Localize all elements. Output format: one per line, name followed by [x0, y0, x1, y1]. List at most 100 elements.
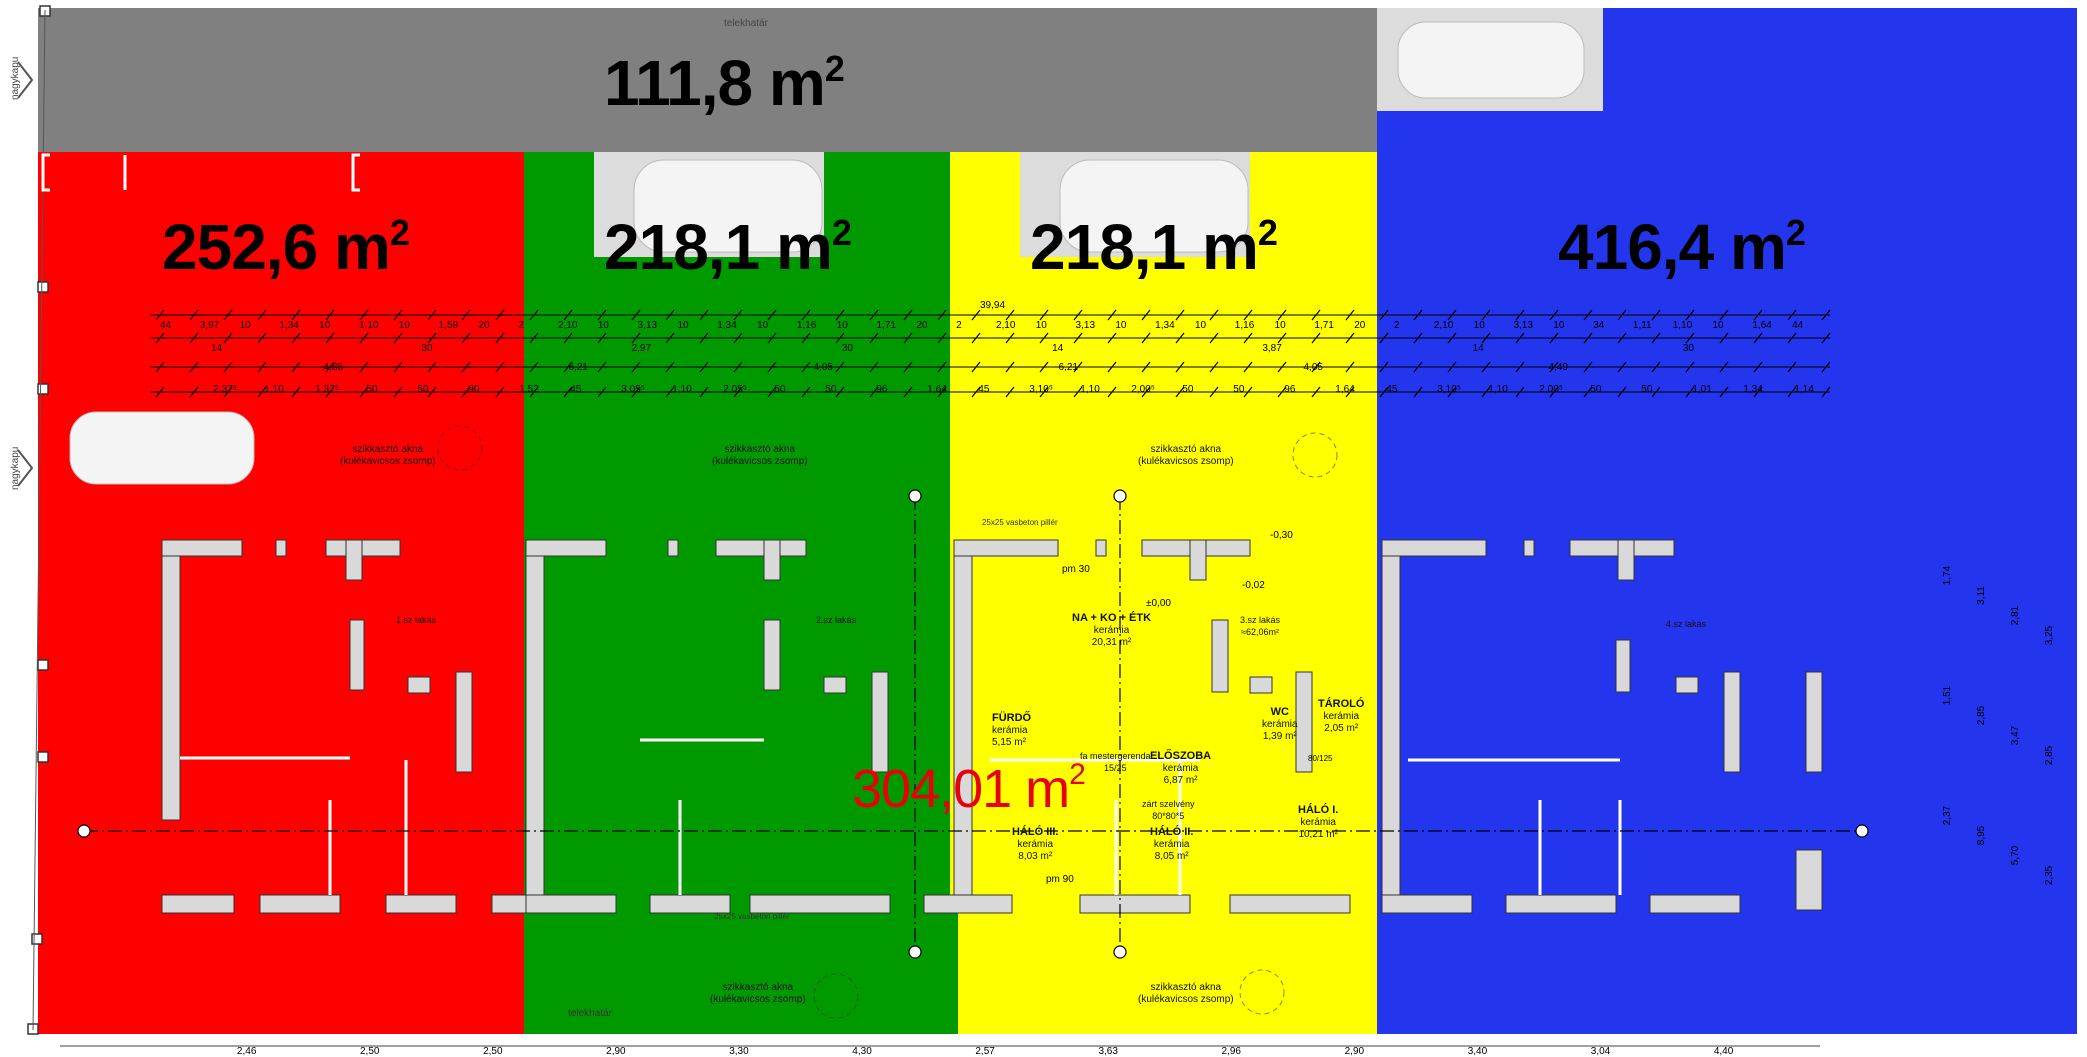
dimension-tick — [1719, 361, 1729, 373]
dimension-tick — [835, 386, 845, 398]
dimension-tick — [325, 309, 335, 321]
dimension-label: 2,57 — [975, 1046, 995, 1057]
dimension-tick — [665, 332, 675, 344]
dimension-tick — [597, 386, 607, 398]
dimension-label: 1,71 — [876, 320, 896, 331]
apartment-label-1: 1.sz lakás — [396, 615, 437, 625]
soakaway-label-2: szikkasztó akna(kulékavicsos zsomp) — [712, 444, 808, 467]
telekhatar-top-label: telekhatár — [724, 18, 768, 29]
dimension-tick — [291, 309, 301, 321]
dimension-tick — [937, 309, 947, 321]
dimension-tick — [1549, 386, 1559, 398]
dimension-label: 50 — [1233, 384, 1245, 395]
dimension-tick — [1039, 332, 1049, 344]
car-icon — [69, 21, 1585, 485]
dimension-label: 1,64 — [1752, 320, 1772, 331]
dimension-label: 4,40 — [1713, 1046, 1734, 1057]
area-label-blue: 416,4 m2 — [1558, 211, 1806, 283]
dimension-label: 10 — [597, 320, 609, 331]
blue-zone — [1377, 152, 2077, 1034]
dimension-label: 20 — [1354, 320, 1366, 331]
dimension-label: 1,10 — [1672, 320, 1693, 331]
dimension-tick — [1651, 386, 1661, 398]
dimension-label: 10 — [1473, 320, 1485, 331]
dimension-label: 2,90 — [1344, 1046, 1365, 1057]
dimension-tick — [1073, 309, 1083, 321]
dimension-tick — [801, 309, 811, 321]
area-label-yellow: 218,1 m2 — [1030, 211, 1278, 283]
dimension-tick — [835, 361, 845, 373]
dimension-label: 3,25 — [2044, 625, 2056, 646]
dimension-tick — [1277, 386, 1287, 398]
dimension-label: 3,05⁵ — [621, 384, 645, 395]
dimension-label: 1,71 — [1314, 320, 1334, 331]
dimension-tick — [1753, 361, 1763, 373]
dimension-tick — [1787, 309, 1797, 321]
dimension-label: 1,10 — [358, 320, 379, 331]
dimension-tick — [1141, 332, 1151, 344]
dimension-tick — [223, 361, 233, 373]
dimension-label: 50 — [1641, 384, 1653, 395]
dimension-tick — [495, 332, 505, 344]
dimension-tick — [801, 386, 811, 398]
dimension-label: 50 — [1182, 384, 1194, 395]
dimension-tick — [1515, 386, 1525, 398]
dimension-tick — [1719, 309, 1729, 321]
area-label-street: 111,8 m2 — [604, 47, 845, 119]
dimension-tick — [631, 309, 641, 321]
dimension-tick — [1447, 332, 1457, 344]
level-label-m030: -0,30 — [1270, 530, 1293, 541]
dimension-tick — [1719, 386, 1729, 398]
pillar-label-2: 25x25 vasbeton pillér — [714, 912, 790, 921]
dimension-tick — [1311, 386, 1321, 398]
dimension-label: 4,05 — [813, 362, 833, 373]
dimension-tick — [903, 309, 913, 321]
dimension-tick — [563, 386, 573, 398]
dimension-label: 50 — [825, 384, 837, 395]
dimension-tick — [1821, 332, 1831, 344]
dimension-label: 1,59 — [438, 320, 459, 331]
dimension-tick — [971, 361, 981, 373]
dimension-tick — [597, 332, 607, 344]
dimension-label: 90 — [468, 384, 480, 395]
dimension-tick — [257, 386, 267, 398]
dimension-label: 45 — [570, 384, 582, 395]
pillar-label-1: 25x25 vasbeton pillér — [982, 518, 1058, 527]
apartment-label-4: 4.sz lakás — [1666, 619, 1707, 629]
dimension-tick — [529, 332, 539, 344]
dimension-label: 50 — [1590, 384, 1602, 395]
dimension-tick — [1141, 361, 1151, 373]
dimension-tick — [903, 386, 913, 398]
dimension-label: 1,16 — [796, 320, 817, 331]
dimension-tick — [1515, 332, 1525, 344]
dimension-tick — [1039, 361, 1049, 373]
dimension-tick — [1345, 309, 1355, 321]
dimension-label: 3,13 — [1075, 320, 1096, 331]
dimension-tick — [1345, 386, 1355, 398]
dimension-label: 6,21 — [1058, 362, 1078, 373]
dimension-tick — [1549, 332, 1559, 344]
dimension-tick — [1311, 361, 1321, 373]
dimension-tick — [563, 361, 573, 373]
dimension-label: 10 — [1274, 320, 1286, 331]
gate-arrow-icon — [17, 61, 34, 487]
dimension-tick — [1345, 332, 1355, 344]
dimension-tick — [1243, 332, 1253, 344]
dimension-tick — [291, 332, 301, 344]
dimension-tick — [1821, 386, 1831, 398]
dimension-tick — [1583, 309, 1593, 321]
dimension-label: 50 — [417, 384, 429, 395]
dimension-label: 3,04 — [1590, 1046, 1611, 1057]
dimension-tick — [1175, 361, 1185, 373]
dimension-tick — [1583, 332, 1593, 344]
dimension-tick — [699, 332, 709, 344]
dimension-tick — [1719, 332, 1729, 344]
dimension-tick — [495, 309, 505, 321]
dimension-tick — [1141, 309, 1151, 321]
dimension-label: 1,11 — [1632, 320, 1652, 331]
